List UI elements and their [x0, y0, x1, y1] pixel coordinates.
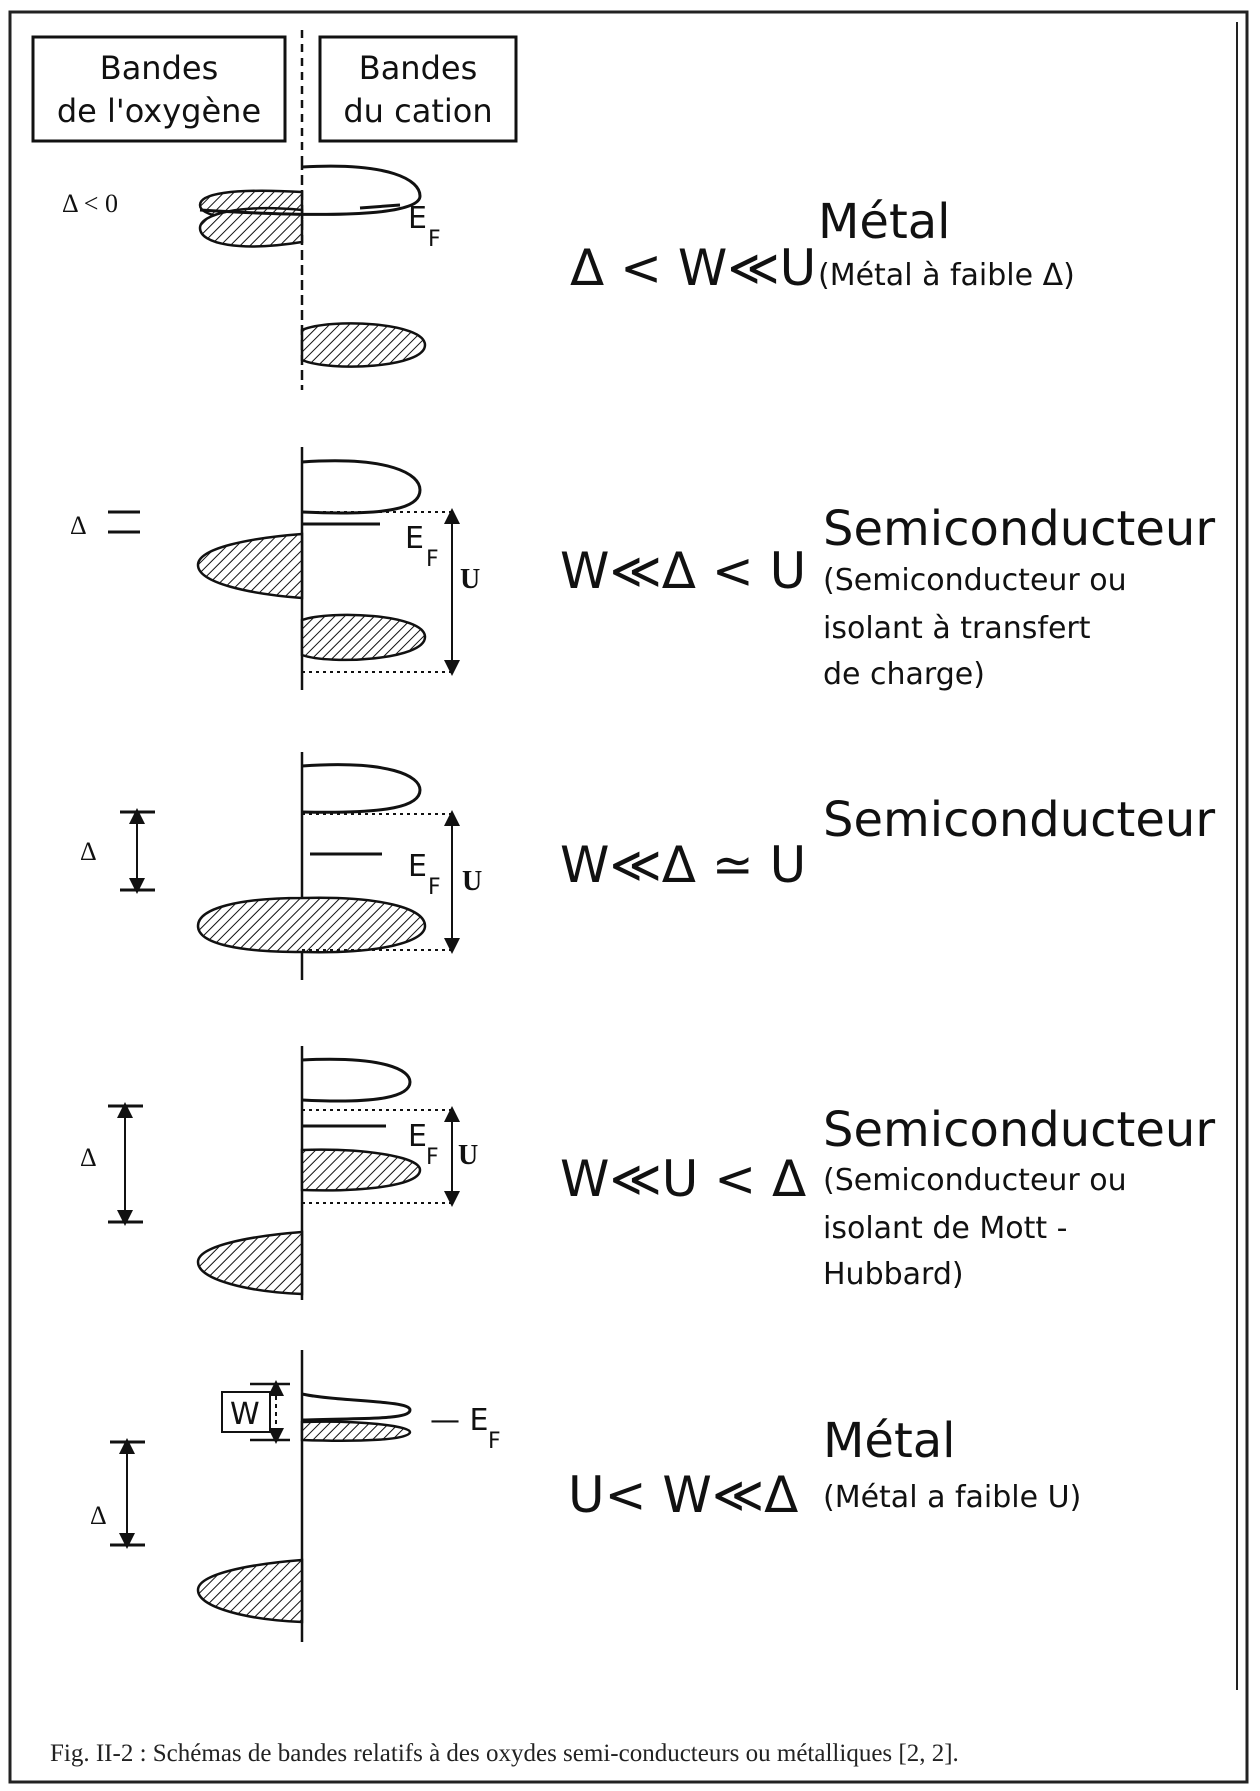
row3-oxygen-band [196, 896, 427, 954]
row4-upper-hubbard-band [300, 1148, 422, 1192]
row5-ef-sub: F [488, 1429, 501, 1454]
row2-oxygen-band [196, 532, 304, 600]
row-2: Δ E F U W≪Δ < U Semiconducteur (Semicond… [70, 447, 1215, 692]
row4-condition: W≪U < Δ [560, 1150, 806, 1208]
row5-w-label: W [230, 1397, 260, 1432]
row4-cation-band [301, 1057, 412, 1103]
row4-ef-label: E [408, 1119, 427, 1154]
row5-description-line1: (Métal a faible U) [823, 1480, 1081, 1515]
row1-cation-band [199, 164, 422, 216]
row2-ef-label: E [405, 521, 424, 556]
outer-frame [8, 10, 1249, 1784]
row1-ef-sub: F [428, 227, 441, 252]
row1-type: Métal [818, 194, 951, 250]
row1-ef-label: E [408, 201, 427, 236]
cation-header-line1: Bandes [359, 49, 478, 87]
row3-ef-label: E [408, 849, 427, 884]
row2-description-line3: de charge) [823, 657, 985, 692]
row2-description-line1: (Semiconducteur ou [823, 563, 1127, 598]
row1-delta-label: Δ < 0 [62, 189, 118, 218]
row4-oxygen-band [196, 1230, 304, 1296]
row4-description-line2: isolant de Mott - [823, 1211, 1068, 1246]
row3-condition: W≪Δ ≃ U [560, 836, 806, 894]
row2-delta-label: Δ [70, 511, 87, 540]
row5-delta-label: Δ [90, 1501, 107, 1530]
oxygen-header-box [31, 35, 287, 143]
row2-u-label: U [460, 564, 480, 595]
row2-lower-band [300, 613, 427, 662]
row5-oxygen-band [196, 1558, 304, 1624]
row3-ef-sub: F [428, 875, 441, 900]
row1-fermi-line [359, 203, 401, 210]
row2-description-line2: isolant à transfert [823, 611, 1091, 646]
row2-cation-band [301, 459, 422, 515]
oxygen-header-line1: Bandes [100, 49, 219, 87]
row3-cation-band [301, 763, 422, 814]
row4-description-line1: (Semiconducteur ou [823, 1163, 1127, 1198]
row4-u-label: U [458, 1140, 478, 1171]
row1-description-line1: (Métal à faible Δ) [818, 258, 1075, 293]
row1-oxygen-band-lower [198, 206, 304, 248]
row3-delta-label: Δ [80, 837, 97, 866]
row1-lower-band [300, 322, 427, 368]
cation-header-box [318, 35, 518, 143]
row4-type: Semiconducteur [823, 1102, 1215, 1158]
row-1: Δ < 0 E F Δ < W≪U Métal (Métal à faible … [62, 160, 1075, 390]
row5-condition: U< W≪Δ [568, 1466, 798, 1524]
row3-type: Semiconducteur [823, 792, 1215, 848]
row1-condition: Δ < W≪U [570, 239, 816, 297]
row3-u-label: U [462, 866, 482, 897]
row2-condition: W≪Δ < U [560, 542, 806, 600]
row5-type: Métal [823, 1413, 956, 1469]
row-4: Δ E F U W≪U < Δ Semiconducteur (Semicond… [80, 1046, 1215, 1300]
row2-ef-sub: F [426, 547, 439, 572]
row-5: W Δ — E F U< W≪Δ Métal (Métal a faible U… [90, 1350, 1081, 1642]
row5-w-label-box [221, 1391, 271, 1433]
row-3: Δ E F U W≪Δ ≃ U Semiconducteur [80, 752, 1215, 980]
oxygen-header-line2: de l'oxygène [57, 92, 261, 130]
row2-type: Semiconducteur [823, 501, 1215, 557]
figure-caption: Fig. II-2 : Schémas de bandes relatifs à… [50, 1740, 959, 1767]
row4-description-line3: Hubbard) [823, 1257, 964, 1292]
row5-ef-label: — E [430, 1403, 489, 1438]
row5-cation-upper-band [301, 1392, 412, 1422]
row5-cation-lower-band [300, 1420, 412, 1442]
row4-ef-sub: F [426, 1145, 439, 1170]
cation-header-line2: du cation [343, 92, 492, 130]
row4-delta-label: Δ [80, 1143, 97, 1172]
